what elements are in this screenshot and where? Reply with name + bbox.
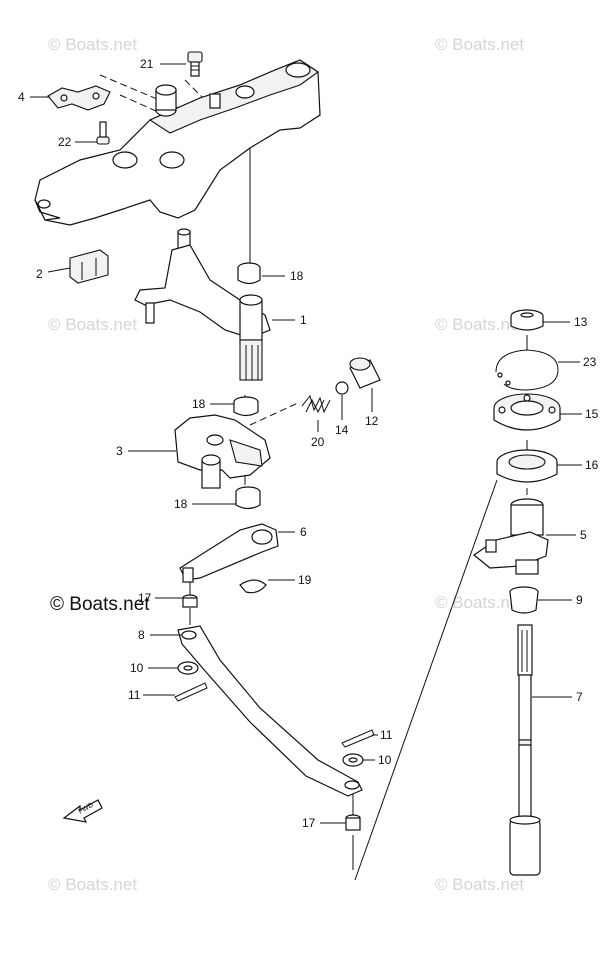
watermark: © Boats.net: [435, 35, 524, 54]
callout-2: 2: [36, 267, 43, 281]
watermark: © Boats.net: [435, 315, 524, 334]
alignment-line: [249, 401, 301, 426]
alignment-line: [99, 74, 196, 116]
forward-arrow-icon: FWD: [62, 799, 103, 823]
callout-5: 5: [580, 528, 587, 542]
part-16-seal: [496, 449, 558, 483]
callout-22: 22: [58, 135, 72, 149]
ring-hole: [505, 380, 511, 386]
callout-10: 10: [378, 753, 392, 767]
part-22-screw: [96, 121, 110, 145]
washer-hole: [348, 757, 358, 763]
part-23-snap-ring: [495, 349, 559, 391]
part-17-bushing-lower: [345, 814, 361, 831]
callout-14: 14: [335, 423, 349, 437]
callout-4: 4: [18, 90, 25, 104]
shift-bracket-housing: [34, 59, 321, 226]
part-8-shift-link: [177, 625, 363, 797]
watermark-group: © Boats.net © Boats.net © Boats.net © Bo…: [48, 35, 524, 894]
callout-17: 17: [302, 816, 316, 830]
part-4-bracket: [47, 85, 111, 111]
alignment-line: [354, 479, 498, 881]
callout-16: 16: [585, 458, 599, 472]
watermark-main: © Boats.net: [50, 594, 150, 615]
part-1-shift-lever: [134, 228, 271, 381]
callout-21: 21: [140, 57, 154, 71]
watermark: © Boats.net: [48, 875, 137, 894]
part-18-bushing-top: [237, 262, 261, 285]
callout-19: 19: [298, 573, 312, 587]
callout-17: 17: [138, 591, 152, 605]
callout-15: 15: [585, 407, 599, 421]
part-21-bolt: [187, 51, 203, 77]
callout-6: 6: [300, 525, 307, 539]
part-14-ball: [335, 381, 349, 395]
washer-hole: [183, 665, 193, 671]
callout-18: 18: [290, 269, 304, 283]
callout-23: 23: [583, 355, 597, 369]
ring-hole: [497, 372, 503, 378]
callout-10: 10: [130, 661, 144, 675]
callout-3: 3: [116, 444, 123, 458]
callout-8: 8: [138, 628, 145, 642]
part-19-e-clip: [239, 579, 267, 594]
part-6-lever-arm: [179, 523, 279, 583]
callout-12: 12: [365, 414, 379, 428]
part-18-bushing-low: [235, 486, 261, 510]
watermark: © Boats.net: [435, 593, 524, 612]
callout-13: 13: [574, 315, 588, 329]
watermark: © Boats.net: [48, 315, 137, 334]
leader-lines: [30, 63, 582, 824]
part-18-bushing-mid: [233, 396, 259, 417]
part-2-clip: [69, 249, 109, 284]
callout-1: 1: [300, 313, 307, 327]
callout-18: 18: [192, 397, 206, 411]
alignment-line: [184, 79, 211, 106]
part-5-shift-cam: [472, 498, 549, 575]
part-13-cap: [510, 309, 544, 331]
part-20-spring: [301, 394, 331, 414]
part-7-shift-shaft: [509, 624, 541, 876]
part-9-bushing: [509, 586, 539, 614]
callout-9: 9: [576, 593, 583, 607]
part-17-bushing-upper: [182, 594, 198, 608]
callout-7: 7: [576, 690, 583, 704]
callout-11: 11: [128, 688, 141, 702]
callout-labels: 21 4 22 2 18 1 18 3 20 14 12 18 6 17 19 …: [18, 57, 599, 830]
watermark: © Boats.net: [435, 875, 524, 894]
part-15-bearing: [493, 393, 561, 431]
callout-11: 11: [380, 728, 393, 742]
watermark: © Boats.net: [48, 35, 137, 54]
part-11-cotter-pin-lower: [341, 729, 375, 748]
callout-18: 18: [174, 497, 188, 511]
part-3-cam-housing: [174, 414, 271, 489]
part-11-cotter-pin-upper: [174, 682, 208, 702]
callout-20: 20: [311, 435, 325, 449]
part-12-sleeve: [349, 357, 381, 389]
